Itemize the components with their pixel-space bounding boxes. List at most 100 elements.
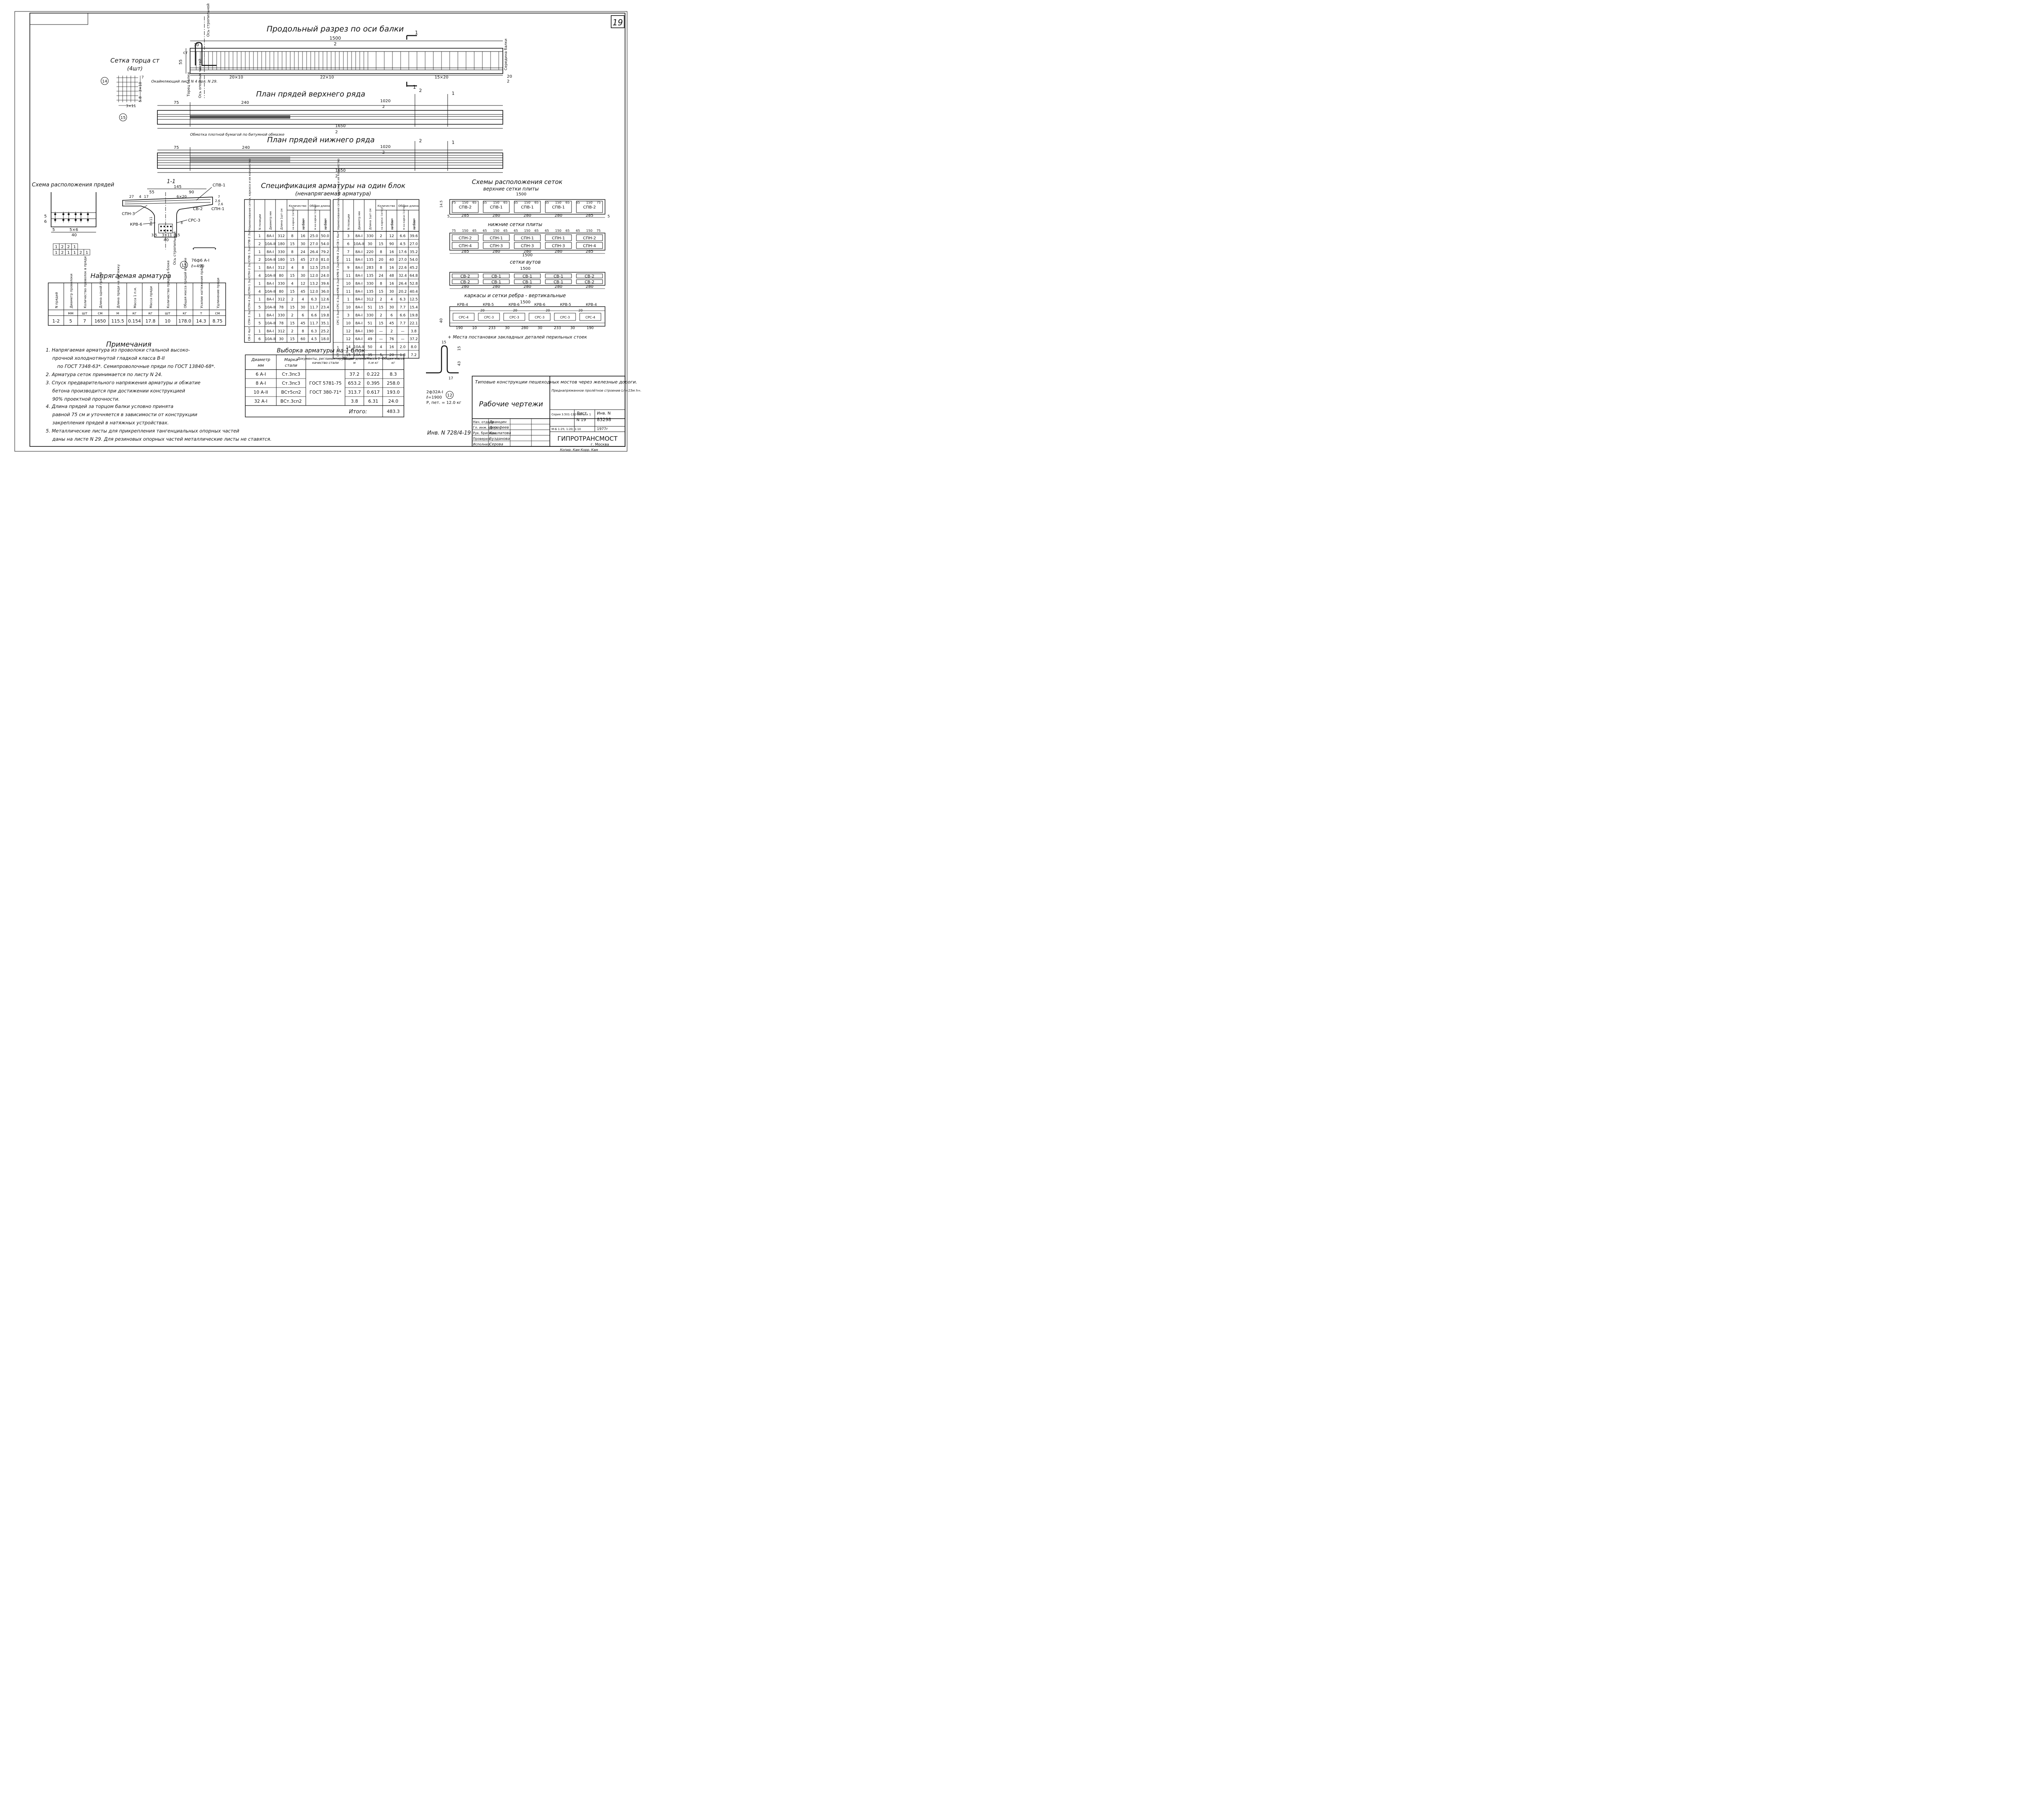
spec-cell: 283 [366,266,373,270]
mesh-top-dim: 65 [545,229,549,233]
prestress-unit: см [98,312,103,316]
prestress-cell: 178.0 [178,318,191,324]
spec-cell: 10А-II [265,274,276,278]
notes-line: 5. Металлические листы для прикрепления … [46,428,240,434]
spec-cell: 76 [389,337,394,341]
mesh-top-dim: 65 [534,201,538,204]
spec-cell: 51 [368,306,372,310]
spec-cell: 7.7 [400,321,406,325]
selection-cell: 0.617 [367,390,380,395]
notes-line: прочной холоднотянутой гладкой класса В-… [52,355,165,361]
mesh-label: СВ-2 [460,274,470,279]
hook-dim-4: 17 [448,377,453,381]
strand-dim-4: 5×6 [69,228,78,232]
mesh-bottom-dim: 280 [554,213,562,218]
spec-subtitle: (ненапрягаемая арматура) [295,191,371,197]
spec-cell: 24.0 [321,274,329,278]
cage-bottom-dim: 233 [489,326,495,330]
spec-cell: 12.5 [310,266,318,270]
prestress-cell: 5 [69,318,72,324]
mesh-label: СПН-1 [490,236,503,241]
spec-cell: 11.7 [310,306,318,310]
selection-cell: 653.2 [348,381,361,386]
inv-note: Инв. N 728/4-19 [427,430,471,436]
lower-mark-1: 1 [452,140,455,145]
strand-dim-1: 5 [44,214,47,219]
spec-group-label: СПН-3 3шт [248,309,251,325]
spacing-1: 20×10 [229,75,243,80]
selection-cell: 32 А-I [254,399,267,404]
spec-cell: 6.6 [311,314,317,318]
mesh-top-dim: 150 [524,229,530,233]
selection-header: Масса 1 [366,357,380,361]
end-mesh-pos-b: 15 [121,116,126,120]
spec-group-label: СПН-2 2шт [248,261,251,278]
spec-header: N позиции [258,214,262,230]
mesh-bottom-dim: 280 [523,213,531,218]
spec-header: на блок [391,220,394,230]
mesh-side-dim: 5 [607,215,610,219]
spec-cell: 20.2 [399,290,407,294]
spec-cell: 6.3 [400,298,406,302]
trim-border [14,11,628,452]
selection-cell: 258.0 [387,381,400,386]
spec-cell: 30 [300,242,305,246]
selection-cell: ГОСТ 380-71* [309,390,341,395]
spec-cell: 312 [278,234,285,238]
spec-cell: 24 [379,274,383,278]
spec-cell: 15 [290,258,294,262]
cage-bottom-dim: 190 [456,326,463,330]
upper-dim-1020: 1020 [380,99,390,103]
spec-cell: 6 [347,242,350,246]
prestress-cell: 1-2 [52,318,60,324]
spec-cell: 27.0 [310,258,318,262]
mesh-bottom-dim: 280 [492,213,500,218]
mesh-top-dim: 150 [586,201,592,204]
selection-cell: 8 А-I [256,381,266,386]
cage-mid-label: СРС-3 [560,316,570,319]
middle-label: Середина балки [504,38,508,70]
spec-cell: 10А-II [354,242,364,246]
spec-cell: 27.0 [410,242,418,246]
tb-person: Бузданова [489,437,510,441]
spec-cell: 135 [366,258,373,262]
spec-cell: 3 [347,314,350,318]
end-mesh-dim-2: 5.8 [139,96,143,102]
spec-cell: 6.6 [400,234,406,238]
spec-cell: 12.5 [410,298,418,302]
spec-header: Длина 1шт см [280,208,283,230]
selection-header: Марка [284,358,298,362]
spec-cell: 12 [346,329,350,334]
prestress-cell: 7 [83,318,86,324]
spec-cell: 27.0 [310,242,318,246]
spec-cell: 15 [290,306,294,310]
spec-cell: 48 [389,274,394,278]
spec-header: N позиции [347,214,350,230]
spec-cell: 6А-I [355,337,363,341]
strand-table-cell: 1 [73,245,76,249]
spec-cell: 15 [290,290,294,294]
dim-1500: 1500 [329,36,341,41]
notes-line: 1. Напрягаемая арматура из проволоки ста… [46,347,190,353]
spec-cell: 36.0 [321,290,329,294]
mesh-bottom-dim: 280 [492,249,500,254]
spec-cell: 15 [346,353,350,357]
mesh-top-dim: 65 [565,229,569,233]
mesh-bottom-dim: 285 [461,249,469,254]
mesh-label: СВ-1 [554,280,563,285]
selection-header: Общая длина [343,357,366,361]
spec-cell: 20 [379,258,383,262]
spec-cell: 8 [380,250,382,254]
prestress-header: Усилие натяжения пряди [200,264,204,308]
selection-cell: ВСт5сп2 [281,390,301,395]
spec-cell: 8 [380,266,382,270]
mesh-label: СВ-1 [491,274,501,279]
prestress-unit: кг [132,312,137,316]
mesh-top-dim: 150 [555,229,561,233]
mesh-label: СПВ-2 [583,205,596,210]
spec-cell: 4 [291,282,294,286]
spec-cell: 8 [302,266,304,270]
spec-cell: — [401,329,405,334]
spec-cell: 64.8 [410,274,418,278]
spec-header: Наименование сетки, каркаса и их количес… [337,159,340,230]
